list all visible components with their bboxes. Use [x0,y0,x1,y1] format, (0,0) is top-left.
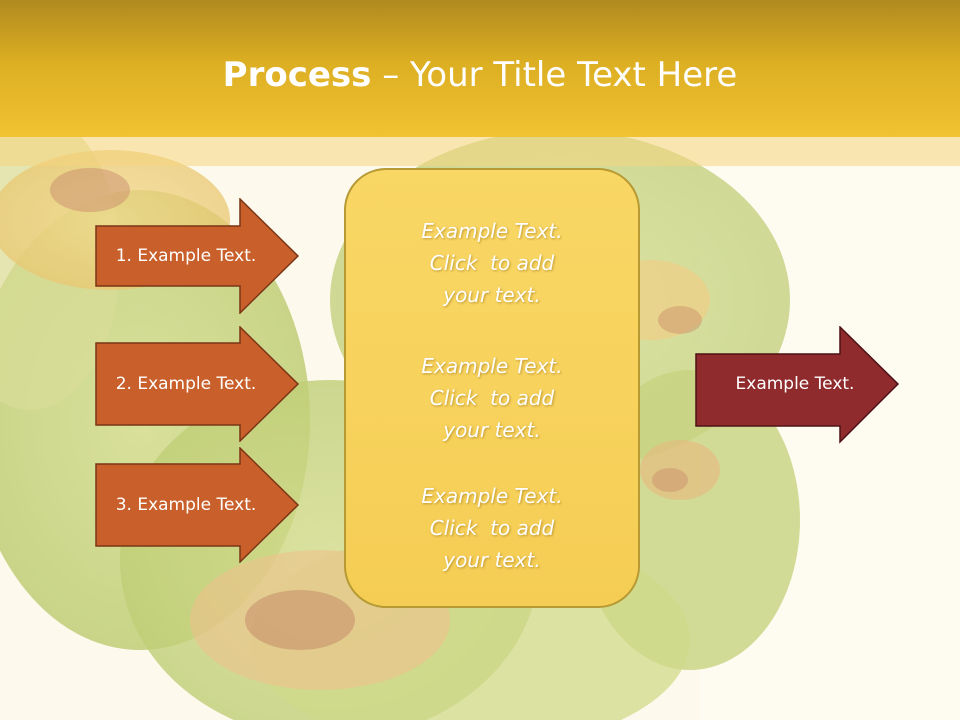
center-text-line: your text. [443,418,541,442]
title-underline-strip [0,137,960,166]
process-step-arrow-3[interactable]: 3. Example Text. [95,447,300,563]
right-arrow-shape-icon [95,198,300,314]
center-text-block-2: Example Text. Click to add your text. [346,350,638,446]
center-text-line: Click to add [429,386,555,410]
center-text-line: Click to add [429,516,555,540]
center-text-block-3: Example Text. Click to add your text. [346,480,638,576]
right-arrow-shape-icon [95,326,300,442]
title-bar [0,0,960,137]
center-text-line: Example Text. [421,484,563,508]
center-text-line: your text. [443,283,541,307]
title-separator: – [371,55,411,95]
process-step-label: 1. Example Text. [115,246,257,266]
center-text-line: Example Text. [421,354,563,378]
process-step-label: 2. Example Text. [115,374,257,394]
right-arrow-shape-icon [695,326,900,444]
right-arrow-shape-icon [95,447,300,563]
center-text-block-1: Example Text. Click to add your text. [346,215,638,311]
result-label: Example Text. [735,374,855,394]
slide-title[interactable]: Process – Your Title Text Here [0,52,960,98]
center-text-line: Example Text. [421,219,563,243]
result-arrow[interactable]: Example Text. [695,326,900,444]
center-text-line: your text. [443,548,541,572]
process-step-arrow-1[interactable]: 1. Example Text. [95,198,300,314]
title-rest: Your Title Text Here [410,55,738,95]
title-bold-part: Process [222,55,372,95]
center-text-line: Click to add [429,251,555,275]
center-text-box[interactable]: Example Text. Click to add your text. Ex… [344,168,640,608]
process-step-arrow-2[interactable]: 2. Example Text. [95,326,300,442]
process-step-label: 3. Example Text. [115,495,257,515]
